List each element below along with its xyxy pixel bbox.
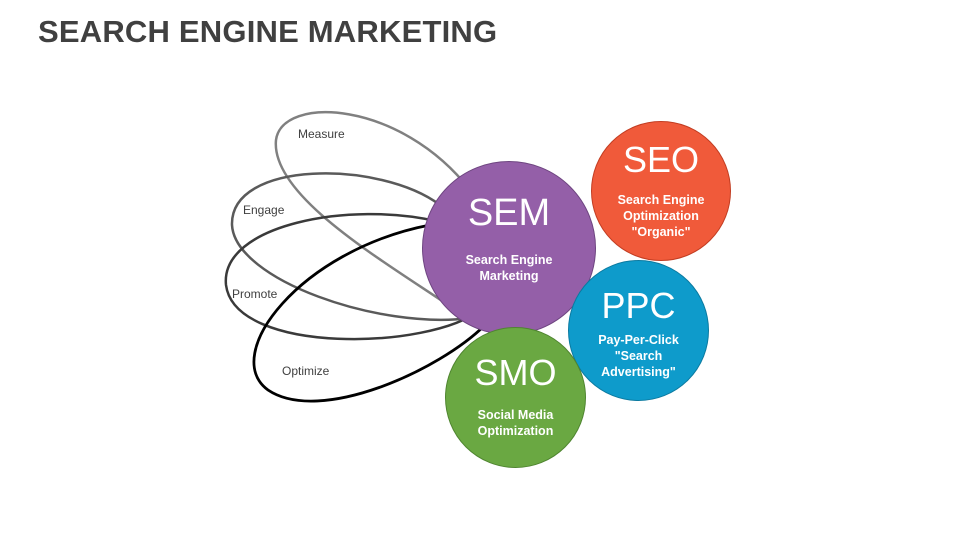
engage-loop: [230, 172, 471, 322]
smo-desc-line1: Social Media: [477, 408, 554, 422]
seo-desc-line2: Optimization: [623, 209, 699, 223]
seo-desc-line3: "Organic": [631, 225, 691, 239]
loop-label-measure: Measure: [298, 127, 345, 141]
seo-circle: SEO Search Engine Optimization "Organic": [591, 121, 731, 261]
smo-circle: SMO Social Media Optimization: [445, 327, 586, 468]
sem-desc-line2: Marketing: [479, 269, 539, 283]
ppc-desc-line3: Advertising": [601, 365, 676, 379]
smo-abbr: SMO: [474, 352, 557, 393]
loop-label-optimize: Optimize: [282, 364, 330, 378]
ppc-desc-line2: "Search: [614, 349, 663, 363]
measure-loop: [274, 111, 471, 322]
optimize-loop: [252, 223, 486, 403]
smo-desc-line2: Optimization: [477, 424, 554, 438]
promote-loop: [224, 212, 481, 341]
ppc-desc-line1: Pay-Per-Click: [598, 333, 679, 347]
loop-label-engage: Engage: [243, 203, 285, 217]
sem-desc-line1: Search Engine: [465, 253, 553, 267]
seo-desc-line1: Search Engine: [617, 193, 705, 207]
loop-label-promote: Promote: [232, 287, 278, 301]
page-title: SEARCH ENGINE MARKETING: [38, 14, 498, 49]
ppc-circle: PPC Pay-Per-Click "Search Advertising": [568, 260, 709, 401]
ppc-abbr: PPC: [601, 285, 676, 326]
seo-abbr: SEO: [622, 139, 700, 180]
sem-abbr: SEM: [467, 192, 551, 234]
sem-circle: SEM Search Engine Marketing: [422, 161, 596, 335]
